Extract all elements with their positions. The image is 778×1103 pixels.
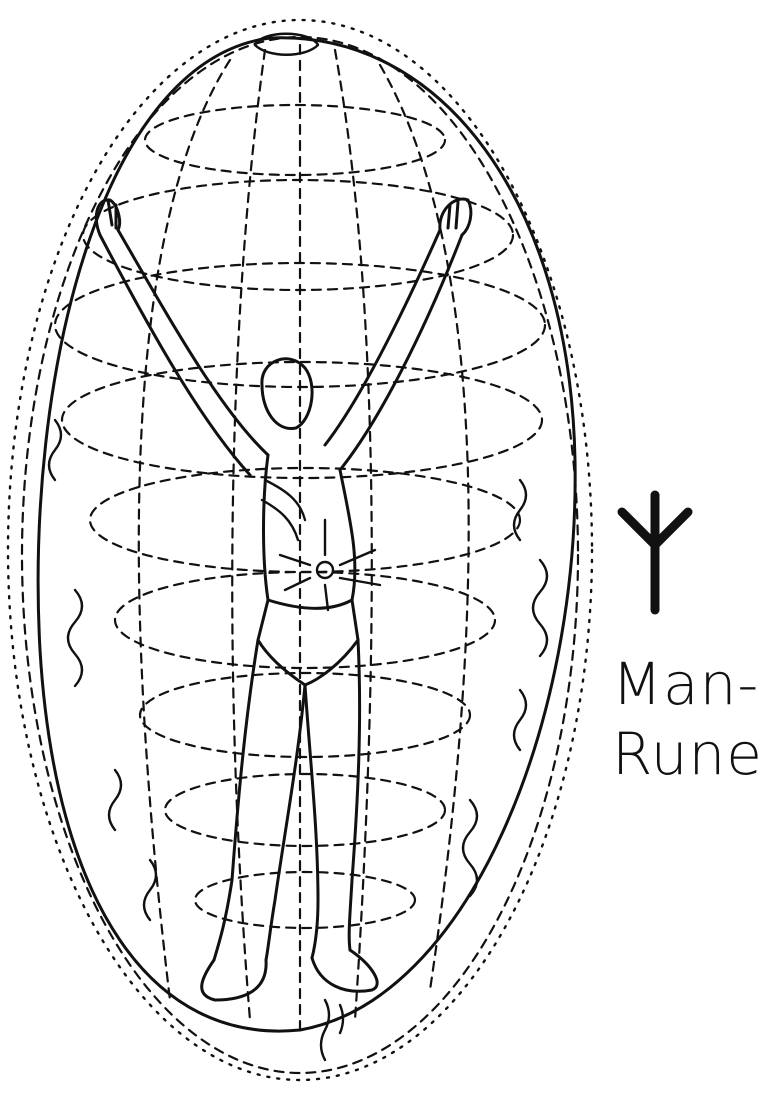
figure-left-leg <box>214 640 305 960</box>
figure-right-leg <box>305 640 360 958</box>
figure-right-hand <box>440 199 471 235</box>
figure-left-hand <box>96 200 119 235</box>
human-figure <box>96 199 471 1060</box>
man-rune-icon <box>622 495 688 610</box>
figure-right-foot <box>312 950 377 991</box>
rune-name-line-2: Rune <box>612 725 763 783</box>
figure-head <box>262 359 312 429</box>
side-currents <box>49 420 547 920</box>
rune-name-line-1: Man- <box>612 655 759 713</box>
figure-right-arm <box>325 230 462 470</box>
energy-meridians <box>139 45 469 1030</box>
figure-left-foot <box>202 960 266 1000</box>
